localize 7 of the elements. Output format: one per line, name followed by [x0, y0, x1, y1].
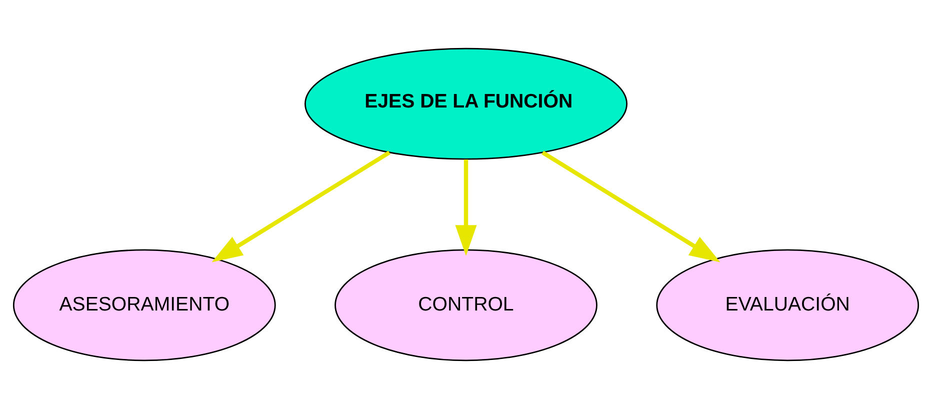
arrow — [455, 159, 477, 256]
node-ellipse: ASESORAMIENTO — [12, 249, 276, 362]
arrow — [212, 150, 390, 262]
node-ellipse: EVALUACIÓN — [656, 249, 920, 362]
node-ellipse: CONTROL — [334, 249, 598, 362]
arrow — [542, 150, 720, 262]
node-ellipse: EJES DE LA FUNCIÓN — [304, 48, 628, 160]
